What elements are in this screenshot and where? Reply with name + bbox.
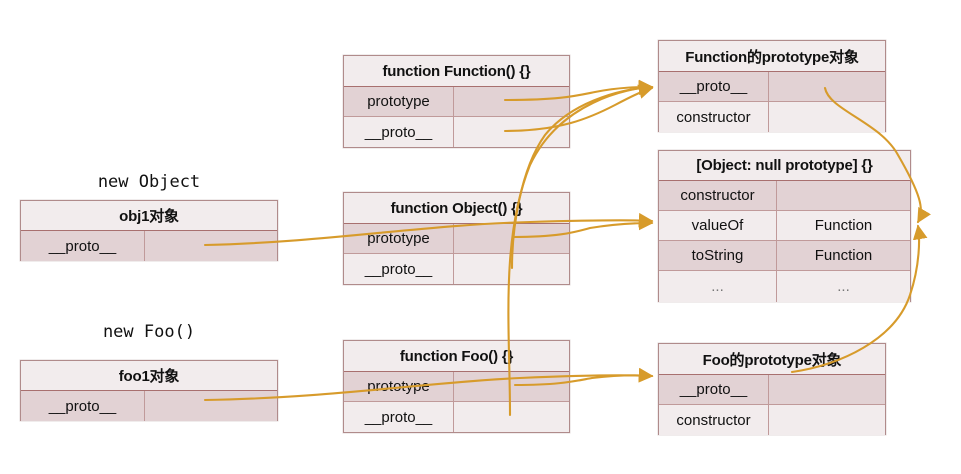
box-function-constructor-title: function Function() {}: [344, 56, 569, 87]
row-key: __proto__: [344, 254, 454, 284]
row-key: constructor: [659, 181, 777, 210]
table-row[interactable]: constructor: [659, 405, 885, 435]
table-row[interactable]: __proto__: [344, 117, 569, 147]
row-value: [454, 402, 569, 432]
row-key: __proto__: [21, 391, 145, 421]
box-foo-constructor-title: function Foo() {}: [344, 341, 569, 372]
box-foo-prototype-title: Foo的prototype对象: [659, 344, 885, 375]
row-key: valueOf: [659, 211, 777, 240]
row-value: [769, 102, 885, 132]
row-value: [454, 372, 569, 401]
row-key: toString: [659, 241, 777, 270]
row-value: [454, 224, 569, 253]
box-foo-constructor[interactable]: function Foo() {} prototype __proto__: [343, 340, 570, 433]
table-row[interactable]: __proto__: [344, 402, 569, 432]
box-function-constructor[interactable]: function Function() {} prototype __proto…: [343, 55, 570, 148]
row-value: ...: [777, 271, 910, 302]
row-value: [769, 375, 885, 404]
row-value: [145, 231, 277, 261]
row-key: __proto__: [344, 402, 454, 432]
row-value: [769, 72, 885, 101]
row-value: [769, 405, 885, 435]
caption-new-foo: new Foo(): [102, 322, 196, 342]
row-key: prototype: [344, 372, 454, 401]
box-object-null-prototype[interactable]: [Object: null prototype] {} constructor …: [658, 150, 911, 302]
row-key: __proto__: [21, 231, 145, 261]
box-foo1-title: foo1对象: [21, 361, 277, 391]
table-row[interactable]: prototype: [344, 224, 569, 254]
table-row[interactable]: __proto__: [344, 254, 569, 284]
row-key: prototype: [344, 87, 454, 116]
table-row[interactable]: constructor: [659, 181, 910, 211]
table-row[interactable]: valueOf Function: [659, 211, 910, 241]
table-row[interactable]: prototype: [344, 87, 569, 117]
table-row[interactable]: ... ...: [659, 271, 910, 302]
table-row[interactable]: __proto__: [21, 231, 277, 261]
table-row[interactable]: __proto__: [21, 391, 277, 421]
box-function-prototype-title: Function的prototype对象: [659, 41, 885, 72]
row-key: __proto__: [659, 375, 769, 404]
table-row[interactable]: toString Function: [659, 241, 910, 271]
box-obj1[interactable]: obj1对象 __proto__: [20, 200, 278, 261]
box-object-null-prototype-title: [Object: null prototype] {}: [659, 151, 910, 181]
row-key: __proto__: [344, 117, 454, 147]
box-object-constructor[interactable]: function Object() {} prototype __proto__: [343, 192, 570, 285]
table-row[interactable]: __proto__: [659, 375, 885, 405]
box-object-constructor-title: function Object() {}: [344, 193, 569, 224]
row-value: [454, 87, 569, 116]
row-value: Function: [777, 241, 910, 270]
box-function-prototype[interactable]: Function的prototype对象 __proto__ construct…: [658, 40, 886, 132]
row-key: constructor: [659, 102, 769, 132]
row-key: constructor: [659, 405, 769, 435]
row-value: [777, 181, 910, 210]
row-value: [454, 254, 569, 284]
row-value: [454, 117, 569, 147]
row-value: Function: [777, 211, 910, 240]
box-foo1[interactable]: foo1对象 __proto__: [20, 360, 278, 421]
table-row[interactable]: prototype: [344, 372, 569, 402]
caption-new-object: new Object: [97, 172, 201, 192]
box-foo-prototype[interactable]: Foo的prototype对象 __proto__ constructor: [658, 343, 886, 435]
box-obj1-title: obj1对象: [21, 201, 277, 231]
table-row[interactable]: constructor: [659, 102, 885, 132]
row-key: prototype: [344, 224, 454, 253]
row-key: __proto__: [659, 72, 769, 101]
row-value: [145, 391, 277, 421]
table-row[interactable]: __proto__: [659, 72, 885, 102]
row-key: ...: [659, 271, 777, 302]
